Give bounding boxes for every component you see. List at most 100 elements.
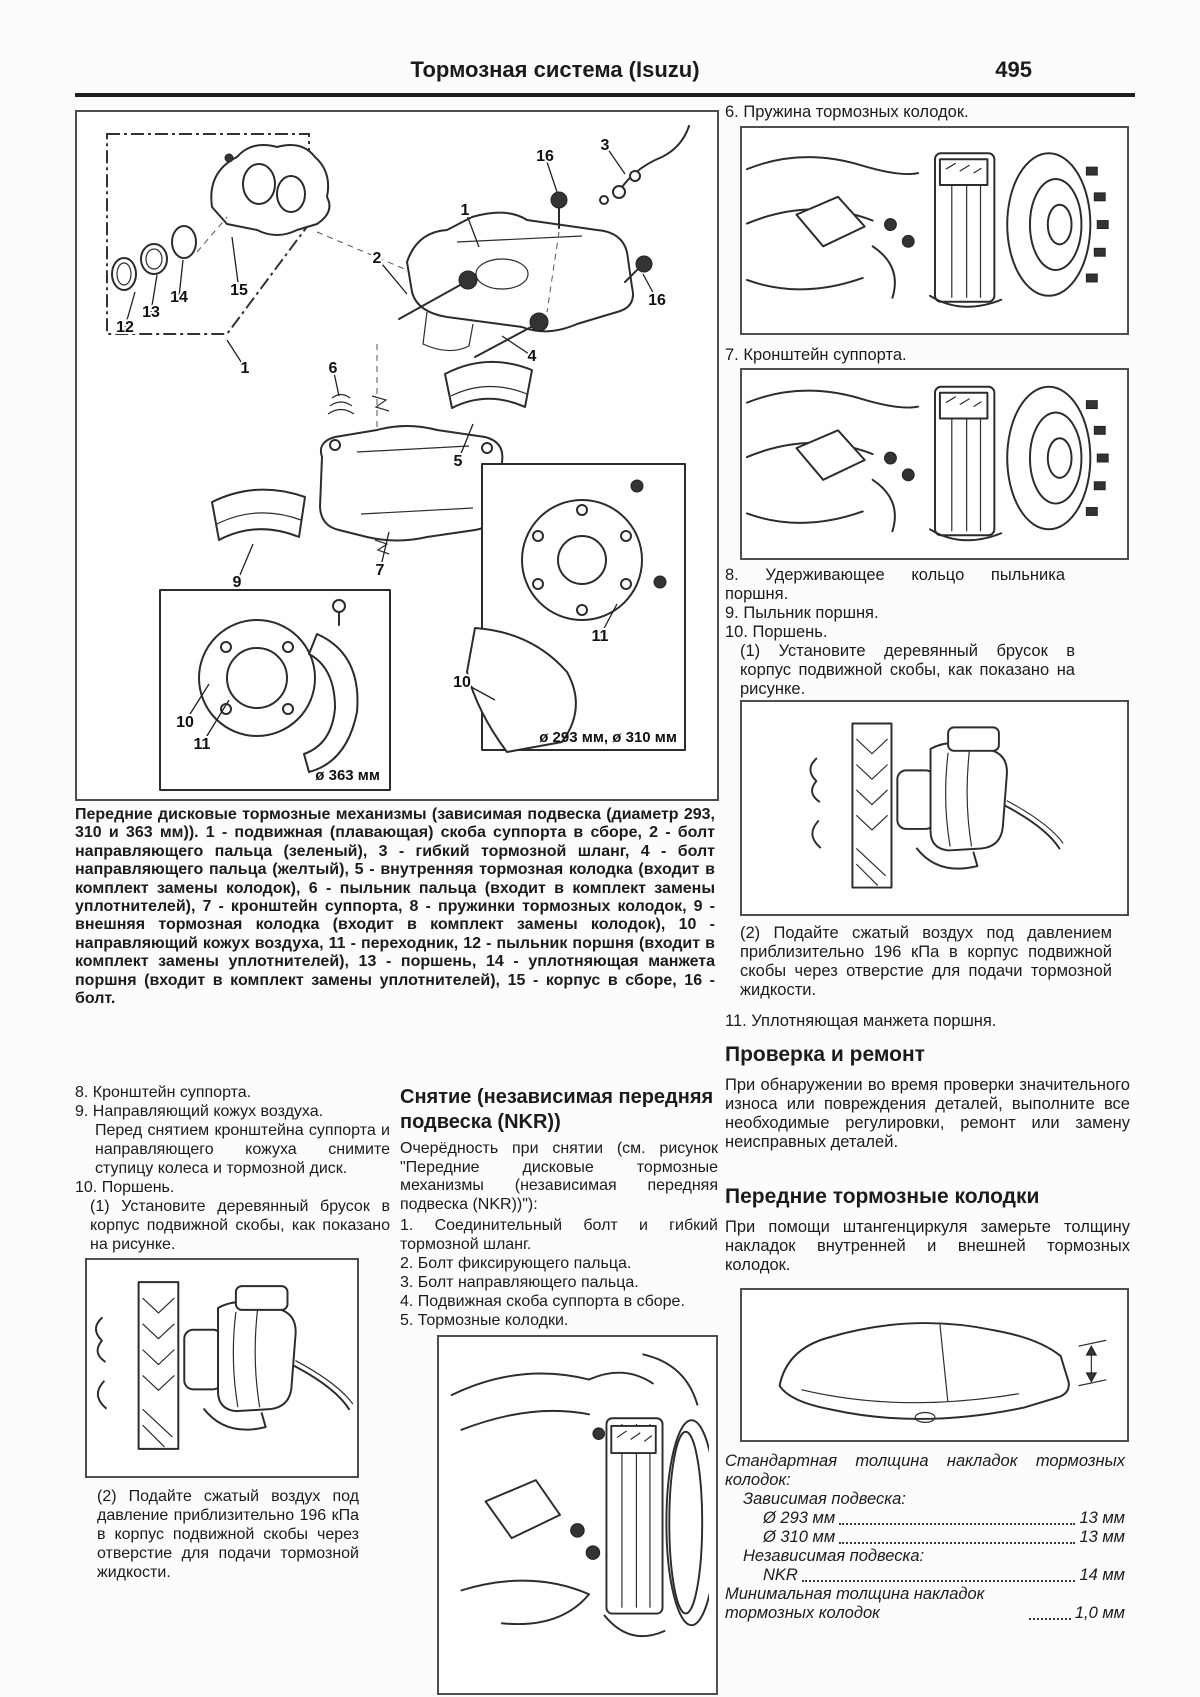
section-heading-removal: Снятие (независимая передняя подвеска (N… [400,1086,714,1133]
item-pad-springs: 6. Пружина тормозных колодок. [725,103,969,121]
callout-leader-line [604,144,626,175]
figure-caliper-axle-1 [740,126,1129,335]
nkr-caliper-drawing [439,1337,712,1689]
callout-leader-line [231,236,240,291]
caliper-axle-drawing-1 [742,128,1123,329]
figure-label-363: ø 363 мм [315,767,380,784]
callout-leader-line [184,683,210,723]
dotted-leader [1029,1618,1071,1620]
callout-leader-line [236,543,254,583]
inspection-text: При обнаружении во время проверки значит… [725,1076,1130,1151]
callout-leader-line [124,291,136,328]
callout-number: 4 [528,348,537,365]
piston-step-1-left: (1) Установите деревянный брусок в корпу… [90,1198,390,1253]
callout-number: 16 [536,148,554,165]
callout-number: 10 [176,714,194,731]
removal-step: 3. Болт направляющего пальца. [400,1274,639,1291]
heading-front-pads: Передние тормозные колодки [725,1185,1040,1208]
callout-leader-line [544,155,558,193]
callout-number: 12 [116,319,134,336]
callout-leader-line [464,209,480,248]
header-rule [75,93,1135,97]
figure-caliper-axle-2 [740,368,1129,560]
piston-step-1-right: (1) Установите деревянный брусок в корпу… [740,642,1075,698]
heading-inspection: Проверка и ремонт [725,1043,925,1066]
item-piston-seal: 11. Уплотняющая манжета поршня. [725,1012,997,1030]
removal-step: 5. Тормозные колодки. [400,1312,569,1329]
piston-step-2-right: (2) Подайте сжатый воздух под давлением … [740,924,1112,999]
parts-item-9: 9. Направляющий кожух воздуха. [75,1103,324,1120]
callout-leader-line [201,699,230,745]
callout-leader-line [379,531,390,571]
spec-std-title: Стандартная толщина накладок тормозных к… [725,1452,1125,1489]
page-number: 495 [995,57,1032,82]
callout-leader-line [226,339,246,369]
spec-label: Минимальная толщина накладок тормозных к… [725,1585,985,1622]
item-piston: 10. Поршень. [725,623,828,641]
wood-block-drawing-right [742,702,1123,910]
removal-step: 1. Соединительный болт и гибкий тормозно… [400,1217,718,1253]
figure-label-293-310: ø 293 мм, ø 310 мм [539,729,677,746]
spec-independent-label: Независимая подвеска: [743,1547,925,1565]
callout-number: 9 [233,574,242,591]
callout-leader-line [461,681,496,701]
removal-step: 4. Подвижная скоба суппорта в сборе. [400,1293,685,1310]
right-column: 6. Пружина тормозных колодок. 7. Кронште… [725,0,1130,1697]
dotted-leader [839,1523,1076,1525]
spec-row-310: Ø 310 мм 13 мм [725,1528,1125,1547]
figure-caption: Передние дисковые тормозные механизмы (з… [75,806,715,1008]
page-title: Тормозная система (Isuzu) [410,57,700,82]
left-parts-list: 8. Кронштейн суппорта. 9. Направляющий к… [75,1083,390,1254]
callout-number: 14 [170,289,188,306]
dotted-leader [801,1580,1076,1582]
parts-item-10: 10. Поршень. [75,1179,175,1196]
callout-leader-line [501,335,533,357]
callout-number: 2 [373,250,382,267]
spec-value: 13 мм [1079,1509,1125,1527]
callout-number: 16 [648,292,666,309]
callout-number: 11 [194,736,211,753]
parts-item-8: 8. Кронштейн суппорта. [75,1084,252,1101]
brake-pad-drawing [742,1290,1123,1436]
item-caliper-bracket: 7. Кронштейн суппорта. [725,346,907,364]
item-retaining-ring: 8. Удерживающее кольцо пыльника поршня. [725,566,1065,603]
callout-leader-line [457,423,474,462]
callout-leader-line [642,273,658,301]
removal-step: 2. Болт фиксирующего пальца. [400,1255,632,1272]
callout-leader-line [376,257,408,295]
parts-item-9-note: Перед снятием кронштейна суппорта и напр… [95,1122,390,1177]
figure-nkr-caliper [437,1335,718,1695]
figure-wood-block-right [740,700,1129,916]
callout-number: 13 [142,304,160,321]
callout-number: 10 [453,674,471,691]
wood-block-drawing-left [87,1260,353,1472]
callout-number: 3 [601,137,610,154]
spec-row-293: Ø 293 мм 13 мм [725,1509,1125,1528]
pads-text: При помощи штангенциркуля замерьте толщи… [725,1218,1130,1274]
spec-label: NKR [763,1566,798,1584]
callout-leader-line [178,259,184,298]
callout-number: 5 [454,453,463,470]
callout-number: 15 [230,282,248,299]
pad-thickness-specs: Стандартная толщина накладок тормозных к… [725,1452,1125,1623]
piston-step-2-left: (2) Подайте сжатый воздух под давление п… [97,1488,359,1581]
dotted-leader [839,1542,1076,1544]
callout-number: 1 [241,360,250,377]
callout-number: 6 [329,360,338,377]
callout-number: 7 [376,562,385,579]
spec-row-min: Минимальная толщина накладок тормозных к… [725,1585,1125,1623]
spec-value: 13 мм [1079,1528,1125,1546]
spec-label: Ø 310 мм [763,1528,836,1546]
callout-leader-line [599,603,618,637]
figure-wood-block-left [85,1258,359,1478]
callout-number: 1 [461,202,470,219]
spec-value: 1,0 мм [1074,1604,1125,1622]
figure-brake-pad [740,1288,1129,1442]
spec-value: 14 мм [1079,1566,1125,1584]
removal-intro: Очерёдность при снятии (см. рисунок "Пер… [400,1140,718,1213]
callout-leader-line [332,367,340,397]
